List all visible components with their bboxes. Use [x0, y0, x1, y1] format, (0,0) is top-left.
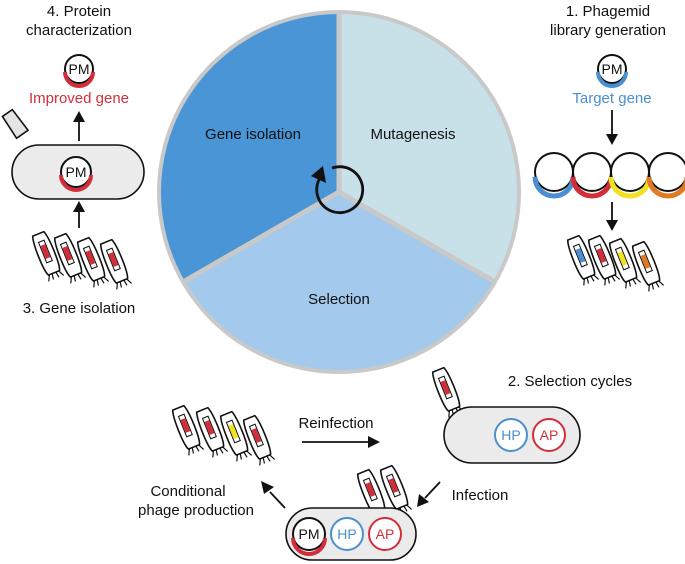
segment-label-selection: Selection [308, 291, 370, 308]
conditional-label-line1: Conditional [150, 483, 225, 500]
arrowhead-icon [606, 134, 618, 145]
step2-title: 2. Selection cycles [508, 373, 632, 390]
step2-selection-cycles: 2. Selection cycles HP AP Reinfection In… [138, 366, 632, 561]
hp-label: HP [337, 526, 356, 542]
ap-label: AP [376, 526, 395, 542]
step1-title-line1: 1. Phagemid [566, 3, 650, 20]
host-cell-upper: HP AP [429, 366, 581, 464]
divider [181, 189, 341, 285]
arrowhead-icon [368, 436, 380, 448]
cycle-arrow-icon [315, 165, 365, 215]
segment-label-mutagenesis: Mutagenesis [370, 126, 455, 143]
step1-library-generation: 1. Phagemid library generation PM Target… [532, 3, 685, 293]
infection-label: Infection [452, 487, 509, 504]
step1-title-line2: library generation [550, 22, 666, 39]
arrow-icon [424, 481, 441, 499]
segment-label-gene-isolation: Gene isolation [205, 126, 301, 143]
host-cell-lower: PM HP AP [285, 464, 417, 561]
phage-progeny-icons [169, 404, 276, 467]
pm-plasmid-icon: PM [63, 54, 95, 88]
bacterial-cell: PM [1, 108, 145, 200]
phage-library-icons [564, 234, 665, 293]
arrow-icon [269, 491, 286, 509]
pm-plasmid-icon: PM [596, 54, 628, 88]
divider [337, 189, 497, 285]
arrowhead-icon [73, 111, 85, 122]
target-gene-label: Target gene [572, 90, 651, 107]
step4-protein-characterization: 4. Protein characterization PM Improved … [1, 3, 145, 317]
evolution-cycle-wheel: Gene isolation Mutagenesis Selection [157, 10, 521, 374]
segment-gene-isolation [160, 13, 339, 281]
pm-label: PM [299, 526, 320, 542]
cycle-arrowhead-icon [311, 166, 326, 183]
step4-title-line1: 4. Protein [47, 3, 111, 20]
ap-label: AP [540, 427, 559, 443]
conditional-label-line2: phage production [138, 502, 254, 519]
arrowhead-icon [261, 481, 274, 494]
arrowhead-icon [417, 494, 429, 507]
pm-label: PM [602, 61, 623, 77]
pm-label: PM [66, 164, 87, 180]
plasmid-library-icons [532, 152, 685, 199]
arrowhead-icon [606, 220, 618, 231]
step4-title-line2: characterization [26, 22, 132, 39]
improved-gene-label: Improved gene [29, 90, 129, 107]
phage-pool-icons [29, 230, 133, 291]
arrowhead-icon [73, 201, 85, 212]
step3-title: 3. Gene isolation [23, 300, 136, 317]
pm-label: PM [69, 61, 90, 77]
segment-mutagenesis [339, 13, 518, 281]
reinfection-label: Reinfection [298, 415, 373, 432]
hp-label: HP [501, 427, 520, 443]
